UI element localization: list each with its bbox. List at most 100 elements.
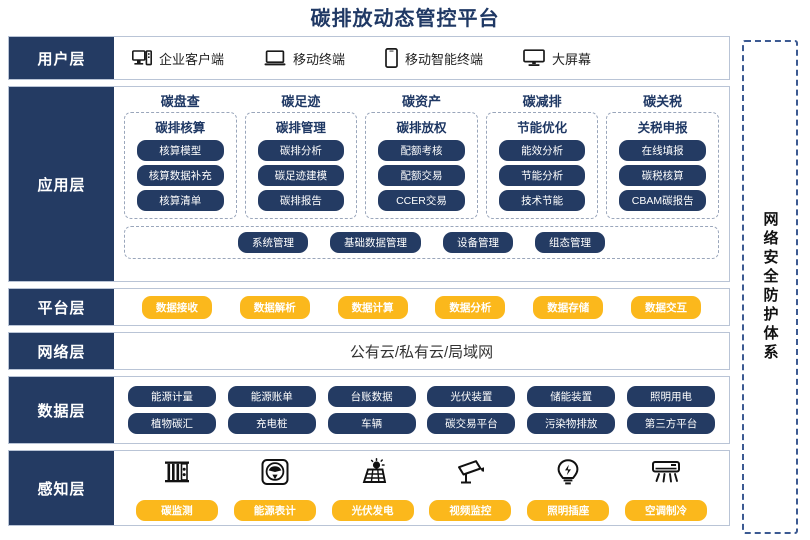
app-group-carbon-tariff: 碳关税 关税申报 在线填报 碳税核算 CBAM碳报告	[606, 91, 719, 219]
data-item[interactable]: 碳交易平台	[427, 413, 516, 434]
platform-item[interactable]: 数据交互	[631, 295, 702, 319]
app-group-box: 碳排核算 核算模型 核算数据补充 核算清单	[124, 112, 237, 219]
user-item-mobile-terminal[interactable]: 移动终端	[264, 49, 345, 68]
smartphone-icon	[385, 48, 398, 68]
app-item[interactable]: 碳足迹建模	[257, 165, 345, 186]
app-group-box: 节能优化 能效分析 节能分析 技术节能	[485, 112, 599, 219]
application-common-services: 系统管理 基础数据管理 设备管理 组态管理	[124, 226, 719, 259]
user-item-smart-mobile-terminal[interactable]: 移动智能终端	[385, 48, 483, 68]
app-group-carbon-reduction: 碳减排 节能优化 能效分析 节能分析 技术节能	[485, 91, 599, 219]
user-item-enterprise-client[interactable]: 企业客户端	[132, 49, 224, 68]
sense-item-label: 光伏发电	[331, 500, 414, 521]
sense-item-label: 空调制冷	[625, 500, 708, 521]
laptop-icon	[264, 49, 286, 67]
data-item[interactable]: 储能装置	[527, 386, 616, 407]
layer-sense: 感知层 碳监测	[8, 450, 730, 526]
app-item[interactable]: 配额交易	[378, 165, 465, 186]
app-group-subtitle: 关税申报	[637, 121, 688, 135]
data-item[interactable]: 光伏装置	[427, 386, 516, 407]
app-item[interactable]: 在线填报	[619, 140, 707, 161]
lightbulb-icon	[554, 455, 582, 489]
layer-label-network: 网络层	[9, 333, 114, 369]
platform-item[interactable]: 数据解析	[239, 295, 310, 319]
user-item-large-screen[interactable]: 大屏幕	[523, 49, 591, 68]
data-item[interactable]: 第三方平台	[626, 413, 715, 434]
layer-label-user: 用户层	[9, 37, 114, 79]
app-group-title: 碳足迹	[281, 94, 321, 109]
carbon-sensor-icon	[162, 455, 192, 489]
app-item[interactable]: 能效分析	[498, 140, 586, 161]
app-item[interactable]: 核算清单	[136, 190, 224, 211]
app-group-title: 碳资产	[401, 94, 441, 109]
app-item[interactable]: CCER交易	[378, 190, 465, 211]
platform-item[interactable]: 数据分析	[435, 295, 506, 319]
platform-item[interactable]: 数据存储	[533, 295, 604, 319]
data-row: 能源计量 能源账单 台账数据 光伏装置 储能装置 照明用电	[128, 386, 715, 407]
data-item[interactable]: 能源计量	[128, 386, 216, 407]
app-group-subtitle: 碳排管理	[275, 121, 326, 135]
layer-user: 用户层 企业客户端	[8, 36, 730, 80]
security-band-label: 网络安全防护体系	[761, 211, 779, 363]
monitor-icon	[523, 49, 545, 67]
sense-item-photovoltaic[interactable]: 光伏发电	[331, 455, 414, 521]
common-service-item[interactable]: 系统管理	[238, 232, 308, 253]
meter-gauge-icon	[260, 455, 290, 489]
sense-item-carbon-monitoring[interactable]: 碳监测	[135, 455, 218, 521]
data-row: 植物碳汇 充电桩 车辆 碳交易平台 污染物排放 第三方平台	[128, 413, 715, 434]
data-item[interactable]: 车辆	[327, 413, 416, 434]
user-item-label: 大屏幕	[552, 51, 592, 67]
sense-item-label: 照明插座	[527, 500, 610, 521]
data-item[interactable]: 能源账单	[227, 386, 316, 407]
layer-data: 数据层 能源计量 能源账单 台账数据 光伏装置 储能装置 照明用电 植物碳汇 充…	[8, 376, 730, 444]
layer-body-network: 公有云/私有云/局域网	[114, 333, 729, 369]
app-item[interactable]: 碳税核算	[619, 165, 707, 186]
app-item[interactable]: CBAM碳报告	[619, 190, 707, 211]
app-group-carbon-footprint: 碳足迹 碳排管理 碳排分析 碳足迹建模 碳排报告	[244, 91, 358, 219]
data-item[interactable]: 充电桩	[227, 413, 316, 434]
app-item[interactable]: 节能分析	[498, 165, 586, 186]
layer-application: 应用层 碳盘查 碳排核算 核算模型 核算数据补充 核算清单 碳足迹 碳排管理	[8, 86, 730, 282]
desktop-tower-icon	[132, 49, 152, 67]
data-item[interactable]: 污染物排放	[527, 413, 616, 434]
data-item[interactable]: 照明用电	[626, 386, 715, 407]
app-group-title: 碳减排	[522, 94, 562, 109]
app-group-title: 碳盘查	[160, 94, 200, 109]
common-service-item[interactable]: 基础数据管理	[330, 232, 421, 253]
app-item[interactable]: 核算模型	[136, 140, 224, 161]
page-title: 碳排放动态管控平台	[310, 8, 500, 30]
common-service-item[interactable]: 设备管理	[443, 232, 513, 253]
sense-item-energy-meter[interactable]: 能源表计	[233, 455, 316, 521]
app-item[interactable]: 碳排分析	[257, 140, 345, 161]
app-group-subtitle: 节能优化	[517, 121, 568, 135]
app-group-box: 关税申报 在线填报 碳税核算 CBAM碳报告	[606, 112, 719, 219]
app-group-subtitle: 碳排核算	[155, 121, 206, 135]
user-item-label: 移动终端	[293, 51, 346, 67]
layer-label-data: 数据层	[9, 377, 114, 443]
data-item[interactable]: 台账数据	[327, 386, 416, 407]
app-item[interactable]: 配额考核	[378, 140, 465, 161]
app-group-title: 碳关税	[643, 94, 683, 109]
data-item[interactable]: 植物碳汇	[128, 413, 216, 434]
platform-item[interactable]: 数据接收	[141, 295, 212, 319]
application-groups: 碳盘查 碳排核算 核算模型 核算数据补充 核算清单 碳足迹 碳排管理 碳排分析 …	[124, 91, 719, 219]
layer-platform: 平台层 数据接收 数据解析 数据计算 数据分析 数据存储 数据交互	[8, 288, 730, 326]
platform-item[interactable]: 数据计算	[337, 295, 408, 319]
solar-panel-icon	[357, 455, 389, 489]
layer-body-sense: 碳监测 能源表计	[114, 451, 729, 525]
security-band: 网络安全防护体系	[742, 40, 798, 534]
sense-item-video-surveillance[interactable]: 视频监控	[429, 455, 512, 521]
sense-item-air-conditioning[interactable]: 空调制冷	[625, 455, 708, 521]
air-conditioner-icon	[650, 455, 682, 489]
user-item-label: 移动智能终端	[405, 51, 484, 67]
app-group-box: 碳排管理 碳排分析 碳足迹建模 碳排报告	[244, 112, 358, 219]
sense-item-lighting-socket[interactable]: 照明插座	[527, 455, 610, 521]
layer-body-application: 碳盘查 碳排核算 核算模型 核算数据补充 核算清单 碳足迹 碳排管理 碳排分析 …	[114, 87, 729, 281]
common-service-item[interactable]: 组态管理	[535, 232, 605, 253]
app-item[interactable]: 技术节能	[498, 190, 586, 211]
app-item[interactable]: 核算数据补充	[136, 165, 224, 186]
layer-body-user: 企业客户端 移动终端 移动智能终端	[114, 37, 729, 79]
network-text: 公有云/私有云/局域网	[349, 343, 494, 361]
sense-item-label: 视频监控	[429, 500, 512, 521]
app-item[interactable]: 碳排报告	[257, 190, 345, 211]
app-group-carbon-inventory: 碳盘查 碳排核算 核算模型 核算数据补充 核算清单	[124, 91, 237, 219]
